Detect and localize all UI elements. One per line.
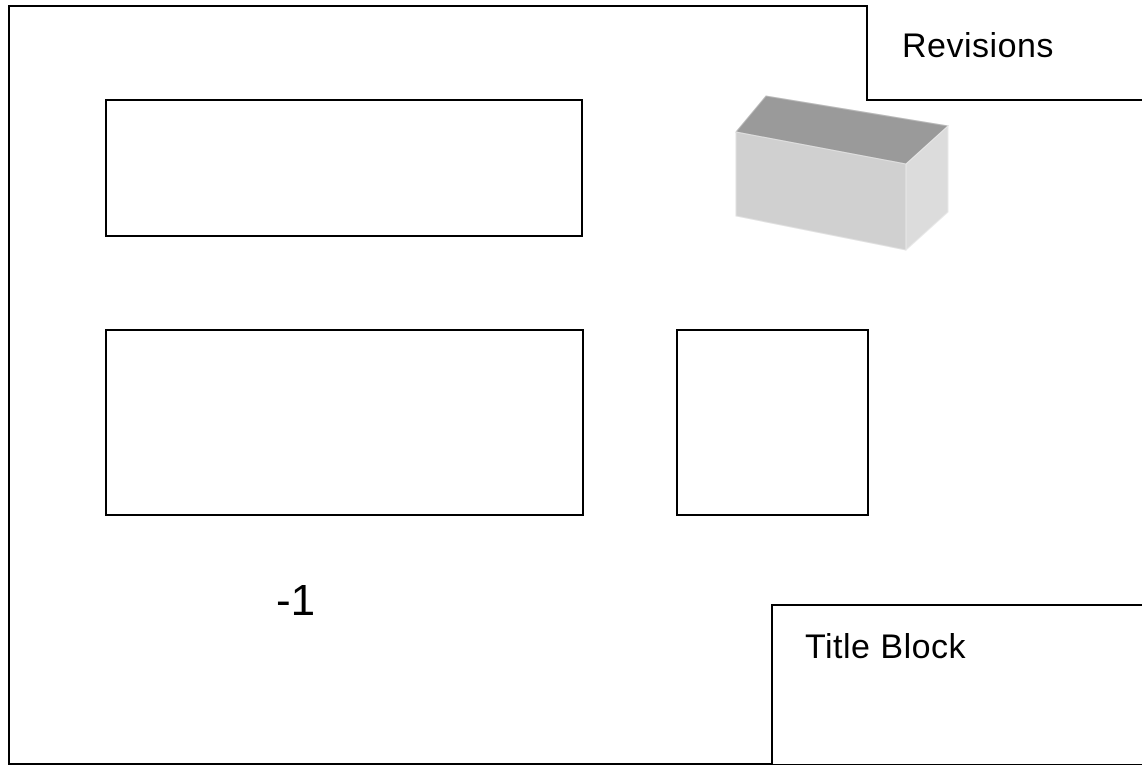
revisions-label: Revisions <box>902 27 1054 65</box>
isometric-view[interactable] <box>726 92 956 262</box>
top-view-frame[interactable] <box>105 99 583 237</box>
title-block[interactable]: Title Block <box>771 604 1142 764</box>
title-block-label: Title Block <box>805 628 967 666</box>
side-view-frame[interactable] <box>676 329 869 516</box>
front-view-frame[interactable] <box>105 329 584 516</box>
revisions-block[interactable]: Revisions <box>866 5 1142 101</box>
sheet-number: -1 <box>276 576 316 625</box>
box-3d-icon <box>735 95 950 252</box>
